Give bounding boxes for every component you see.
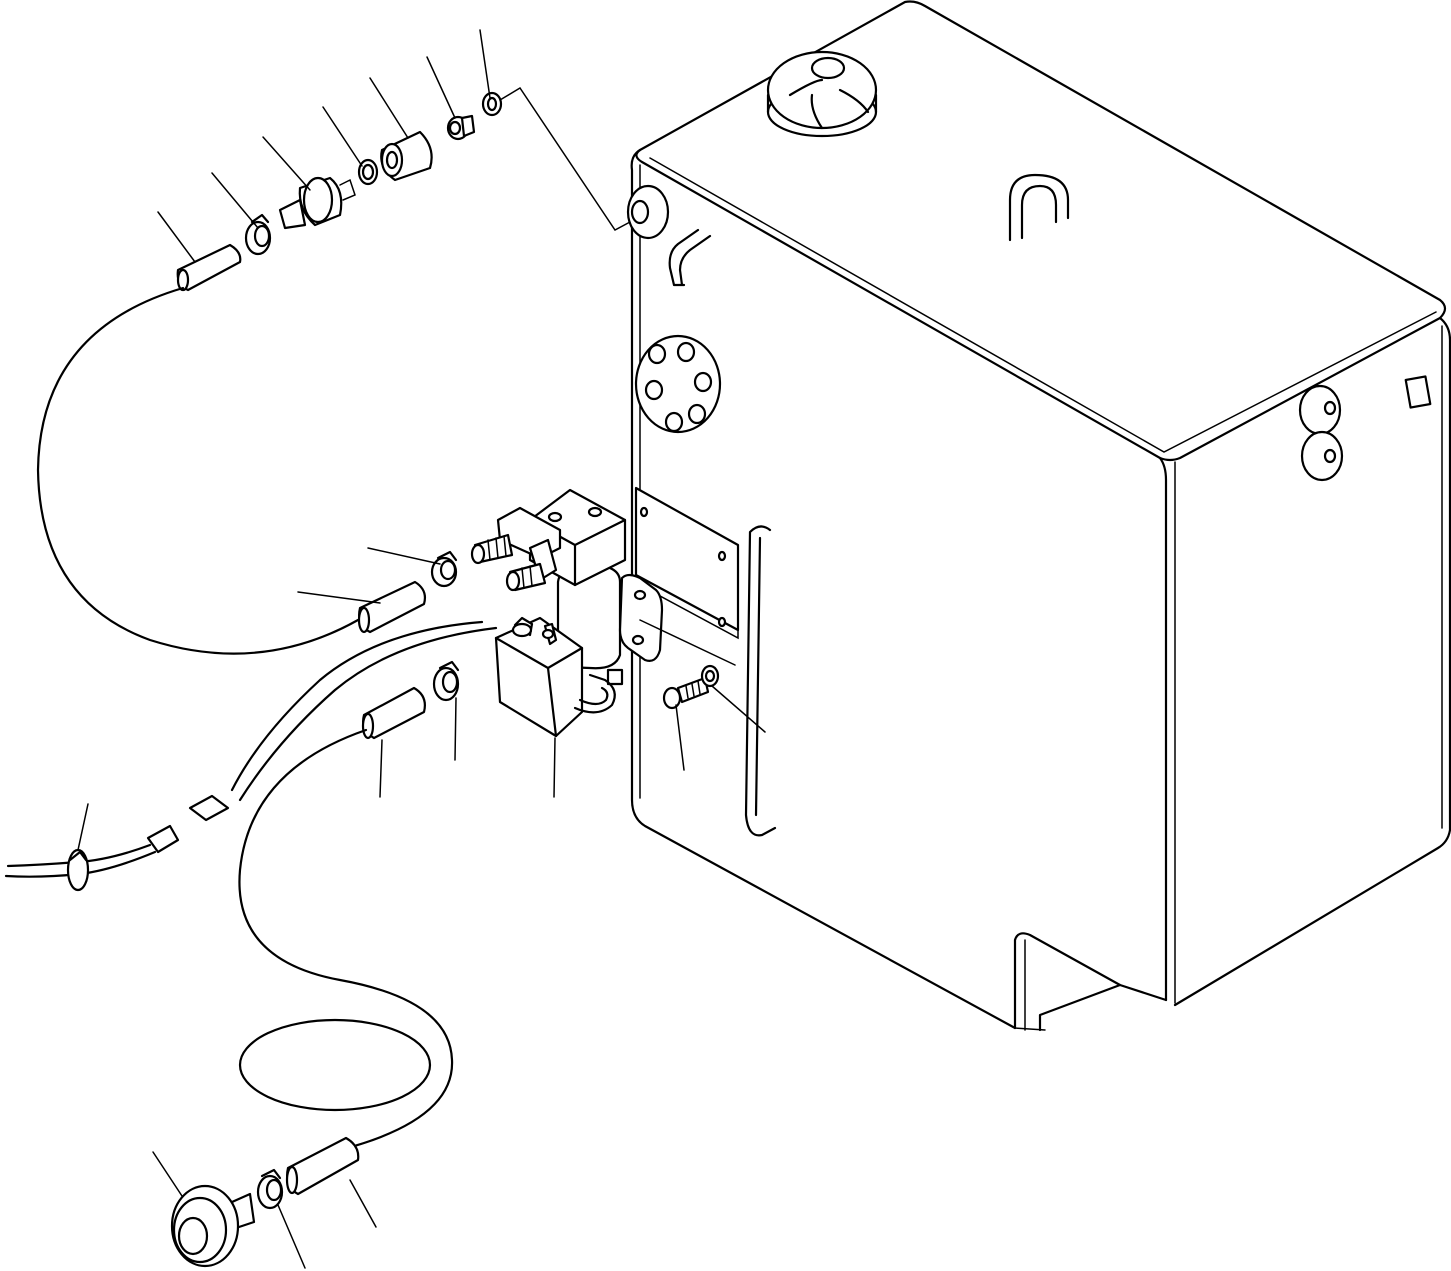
- o-ring-top-1: [357, 158, 379, 186]
- sight-tube: [744, 525, 777, 837]
- wire-harness: [230, 620, 498, 802]
- filler-cap: [766, 50, 878, 138]
- connector: [146, 794, 230, 854]
- bolt: [662, 676, 710, 710]
- hose-clamp-top: [244, 213, 272, 256]
- hose-clamp-bottom: [256, 1168, 284, 1210]
- fuel-filter-head: [496, 488, 627, 670]
- mounting-bracket: [618, 573, 736, 666]
- tank-port: [626, 184, 670, 240]
- connector-top: [380, 130, 433, 182]
- hose-clamp-middle-lower: [432, 660, 460, 702]
- hose-bottom: [285, 1136, 360, 1196]
- elbow-fitting: [668, 228, 712, 287]
- side-boss-lower: [1300, 430, 1344, 482]
- electric-pump: [494, 616, 616, 738]
- inspection-cover: [634, 334, 722, 434]
- fuel-hose-lower: [238, 728, 454, 1152]
- plug: [170, 1184, 256, 1268]
- small-nut: [606, 668, 624, 686]
- leader-lines: [77, 29, 766, 1269]
- o-ring-top-2: [446, 114, 476, 141]
- hose-coil: [238, 1018, 432, 1112]
- side-tab: [1404, 375, 1432, 409]
- hose-nipple-upper: [470, 533, 514, 565]
- cable-clip: [66, 848, 90, 892]
- hydraulic-tank: [630, 0, 1451, 1032]
- mounting-plate: [634, 486, 740, 640]
- washer-top: [481, 91, 503, 117]
- side-boss-upper: [1298, 384, 1342, 436]
- hose-middle-lower: [361, 686, 426, 740]
- hose-top: [176, 243, 242, 292]
- adapter-top: [278, 176, 356, 230]
- lifting-hook: [1008, 173, 1070, 242]
- hose-nipple-lower: [505, 562, 547, 592]
- hose-middle-upper: [357, 580, 427, 634]
- hose-clamp-middle-upper: [430, 550, 458, 588]
- washer: [700, 664, 720, 688]
- fuel-hose-loop: [36, 286, 360, 655]
